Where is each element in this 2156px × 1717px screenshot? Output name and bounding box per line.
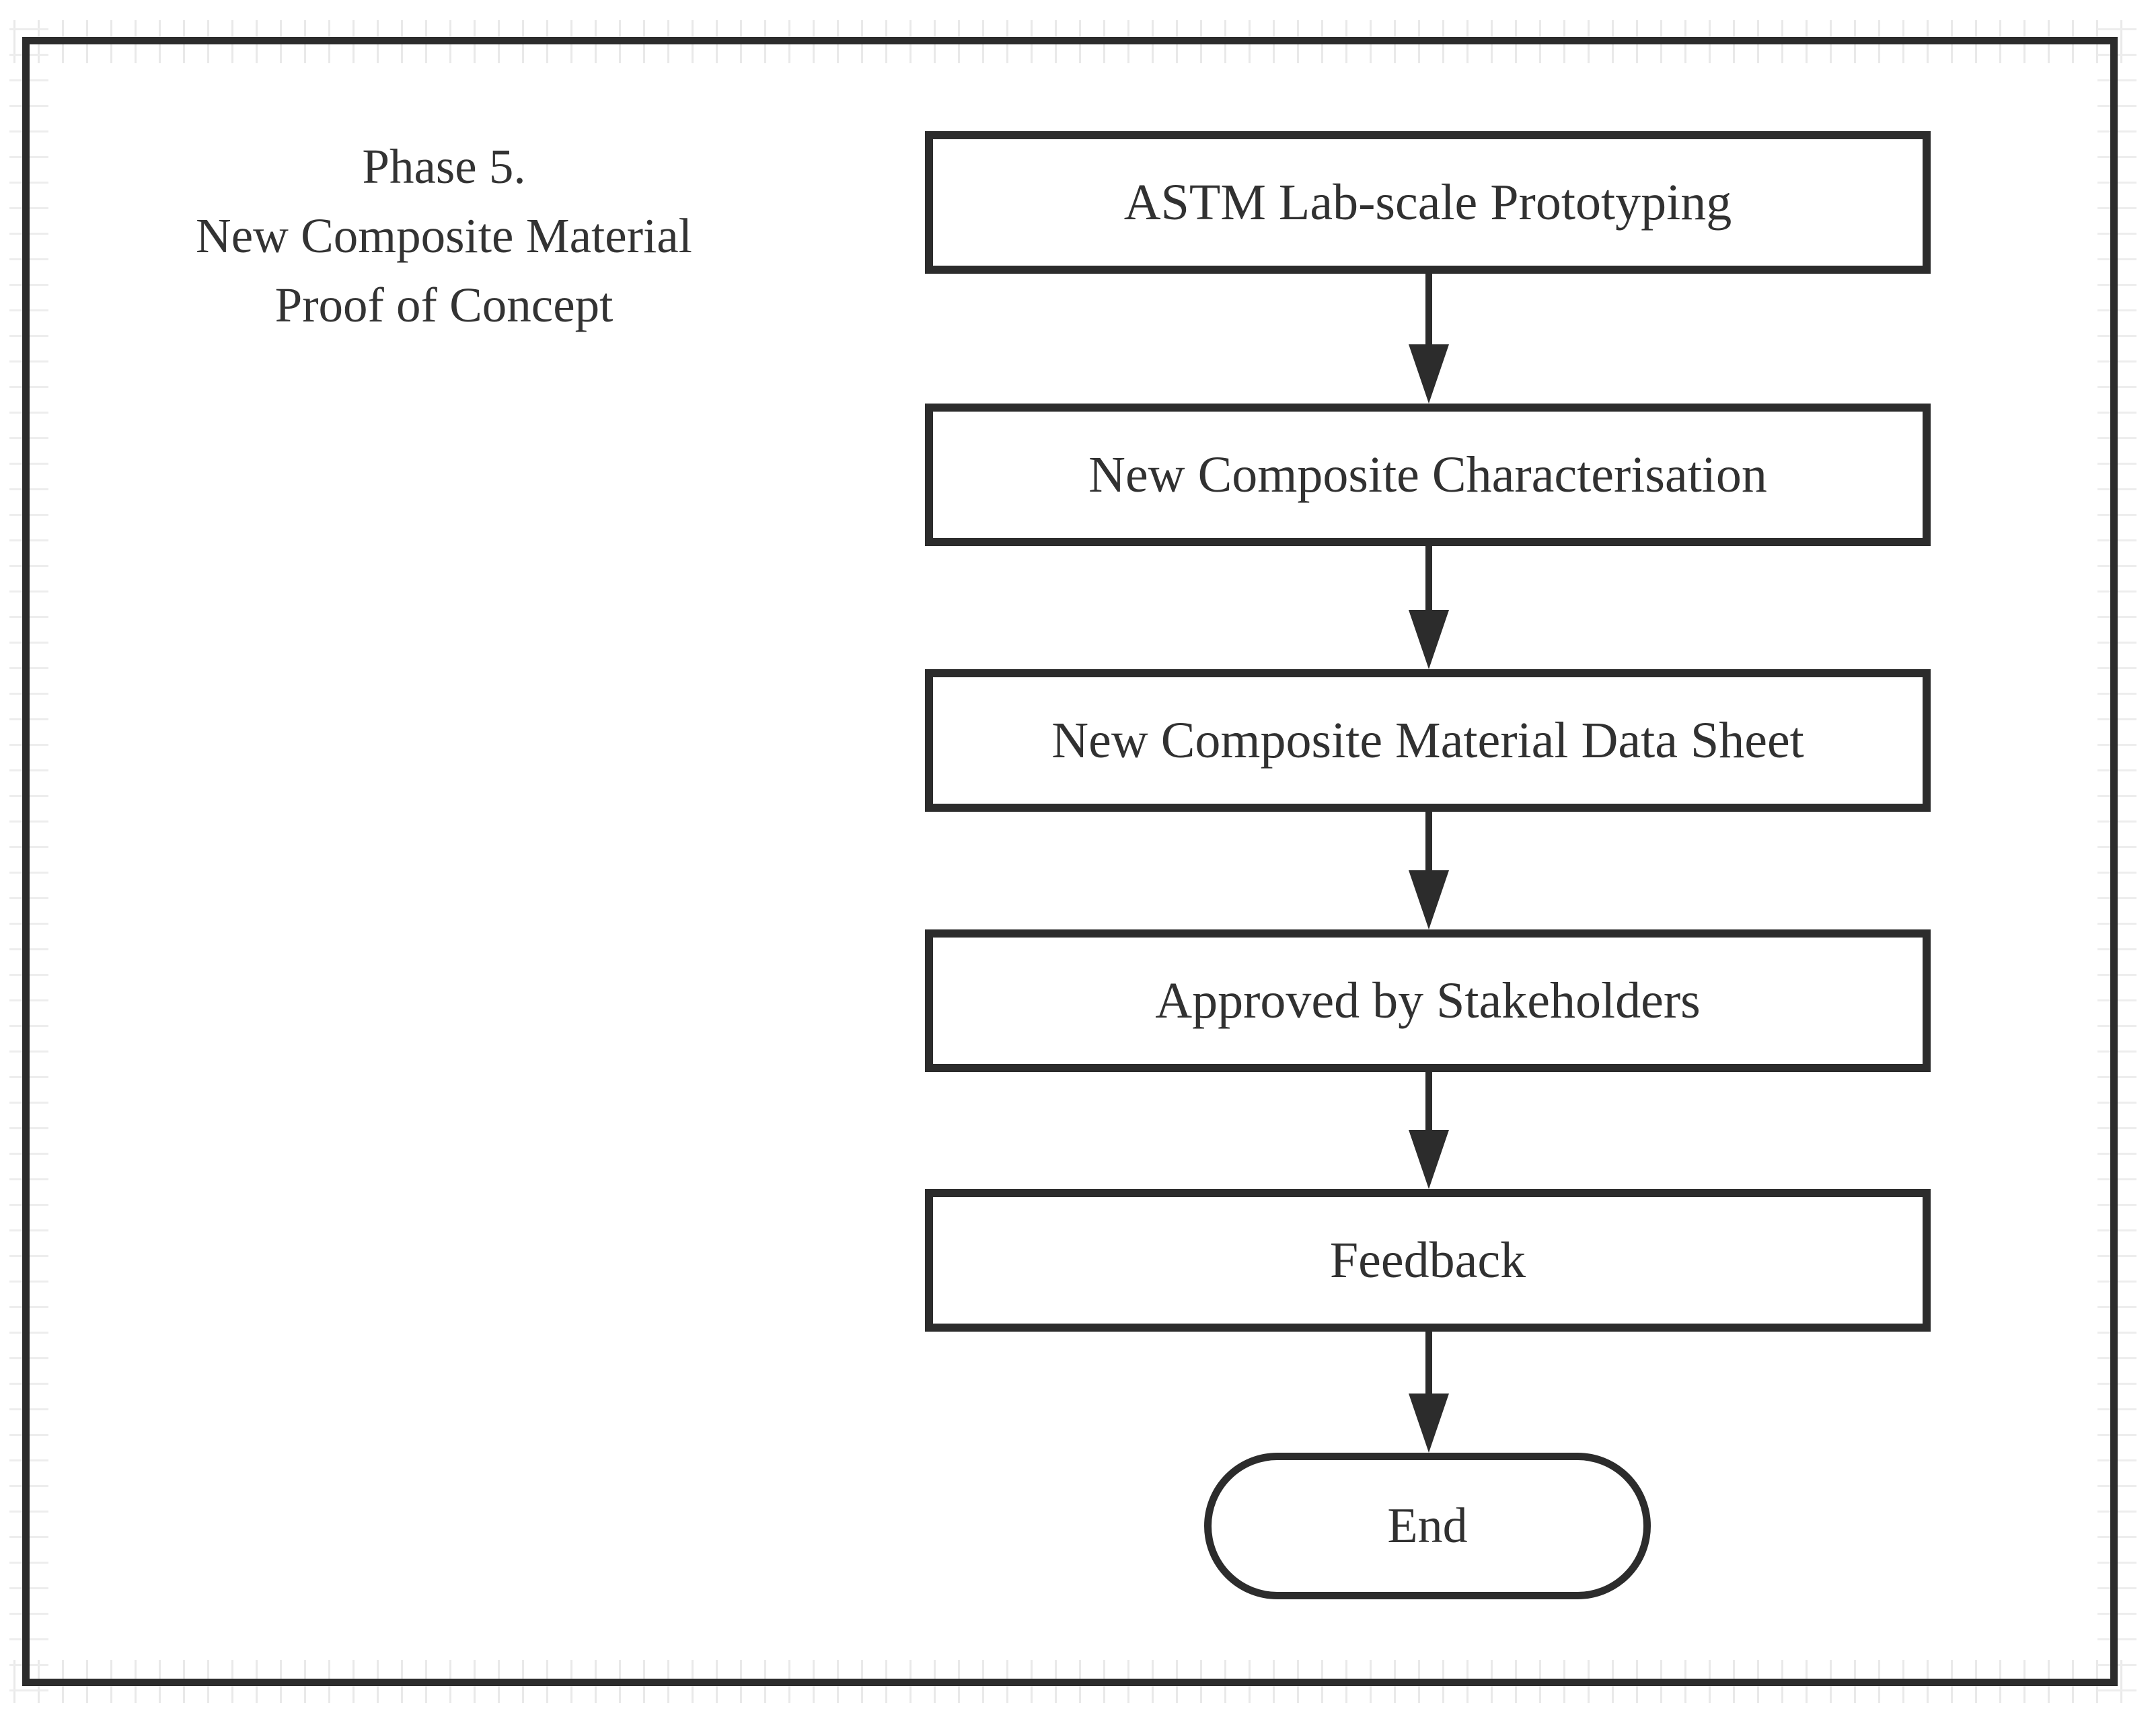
arrow-head-icon: [1409, 344, 1449, 404]
arrow-shaft: [1425, 274, 1432, 363]
flow-step-label: New Composite Material Data Sheet: [1051, 712, 1804, 769]
flow-step-label: ASTM Lab-scale Prototyping: [1123, 174, 1732, 231]
arrow-shaft: [1425, 1332, 1432, 1412]
phase-label: Phase 5. New Composite Material Proof of…: [94, 132, 794, 340]
flow-step-approved-by-stakeholders: Approved by Stakeholders: [925, 929, 1931, 1072]
arrow-shaft: [1425, 812, 1432, 889]
arrow-head-icon: [1409, 1394, 1449, 1453]
down-arrow-connector-5: [1409, 1332, 1449, 1453]
flow-step-end: End: [1204, 1453, 1651, 1599]
arrow-shaft: [1425, 546, 1432, 629]
flow-step-astm-lab-scale-prototyping: ASTM Lab-scale Prototyping: [925, 131, 1931, 274]
down-arrow-connector-4: [1409, 1072, 1449, 1189]
phase-label-line-3: Proof of Concept: [274, 278, 614, 332]
flow-step-label: End: [1387, 1498, 1468, 1554]
down-arrow-connector-1: [1409, 274, 1449, 404]
flow-step-new-composite-characterisation: New Composite Characterisation: [925, 404, 1931, 546]
flow-step-new-composite-material-data-sheet: New Composite Material Data Sheet: [925, 669, 1931, 812]
flow-step-feedback: Feedback: [925, 1189, 1931, 1332]
down-arrow-connector-3: [1409, 812, 1449, 929]
arrow-shaft: [1425, 1072, 1432, 1149]
flow-step-label: Approved by Stakeholders: [1155, 972, 1701, 1029]
flow-step-label: New Composite Characterisation: [1088, 446, 1767, 503]
phase-label-line-1: Phase 5.: [362, 139, 526, 194]
flow-step-label: Feedback: [1329, 1231, 1526, 1289]
arrow-head-icon: [1409, 870, 1449, 929]
phase-label-line-2: New Composite Material: [196, 208, 692, 263]
arrow-head-icon: [1409, 610, 1449, 669]
arrow-head-icon: [1409, 1130, 1449, 1189]
down-arrow-connector-2: [1409, 546, 1449, 669]
